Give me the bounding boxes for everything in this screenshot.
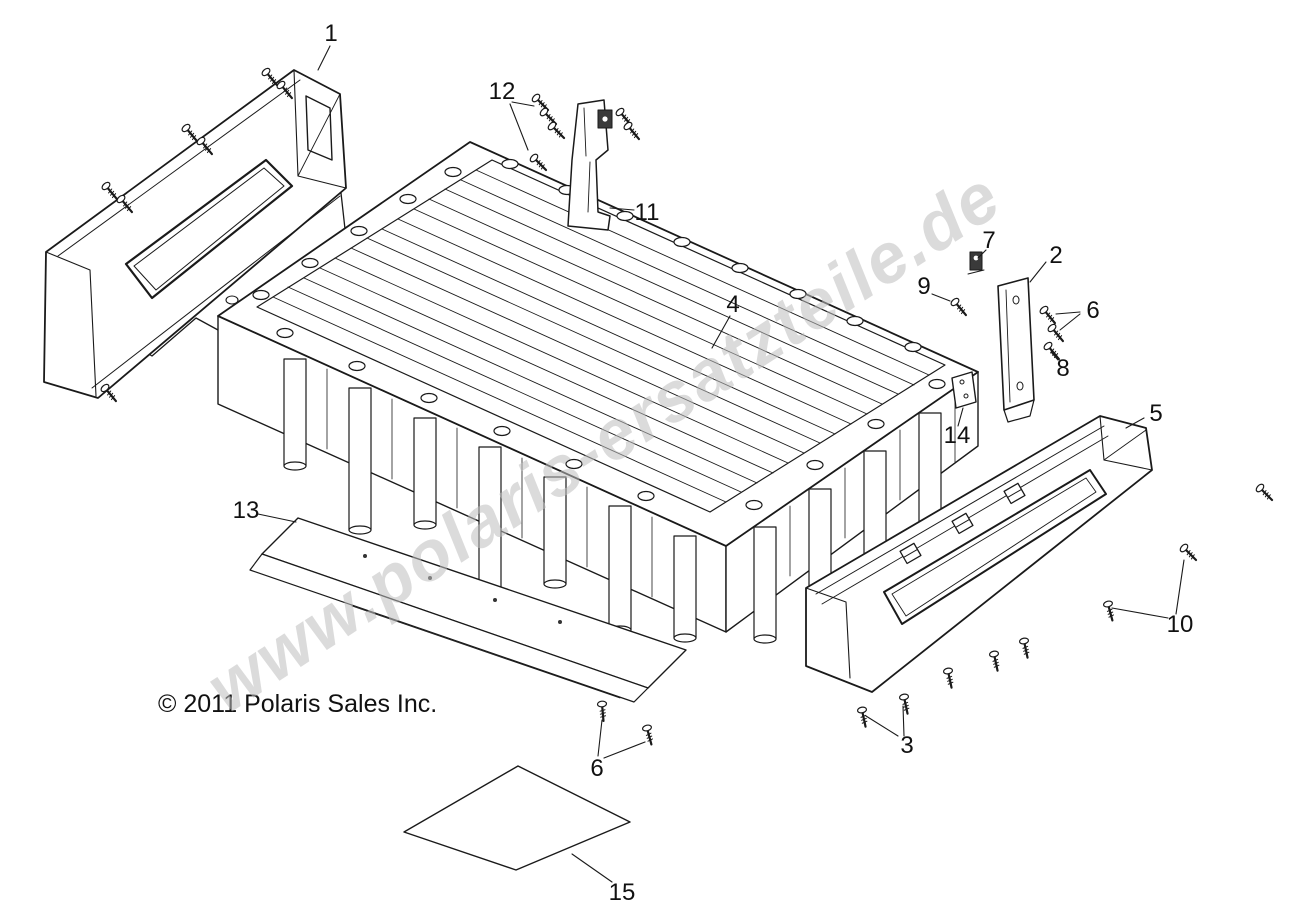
callout-3: 3 — [900, 732, 913, 759]
callout-5: 5 — [1149, 400, 1162, 427]
callout-4: 4 — [726, 291, 739, 318]
part-6-bottom-screws — [596, 699, 657, 747]
part-4-cargo-bed — [217, 141, 979, 644]
callout-12: 12 — [489, 78, 516, 105]
callout-labels: 1 12 11 4 7 9 2 6 8 14 5 10 13 3 6 15 — [233, 20, 1194, 906]
callout-7: 7 — [982, 227, 995, 254]
part-11-support-bracket — [567, 99, 613, 231]
callout-1: 1 — [324, 20, 337, 47]
callout-6b: 6 — [590, 755, 603, 782]
part-10-screws — [1101, 481, 1277, 623]
copyright-text: © 2011 Polaris Sales Inc. — [158, 690, 438, 718]
callout-8: 8 — [1056, 355, 1069, 382]
part-2-bracket — [997, 277, 1035, 423]
callout-15: 15 — [609, 879, 636, 906]
part-5-side-panel — [805, 415, 1153, 693]
part-15-decal-sheet — [403, 765, 631, 871]
callout-2: 2 — [1049, 242, 1062, 269]
part-14-bracket — [951, 371, 977, 409]
callout-14: 14 — [944, 422, 971, 449]
leader-lines — [257, 45, 1185, 883]
callout-9: 9 — [917, 273, 930, 300]
callout-13: 13 — [233, 497, 260, 524]
callout-11: 11 — [635, 199, 660, 226]
callout-6: 6 — [1086, 297, 1099, 324]
part-13-floor-mat — [249, 517, 687, 703]
callout-10: 10 — [1167, 611, 1194, 638]
part-7-clip — [967, 251, 985, 275]
